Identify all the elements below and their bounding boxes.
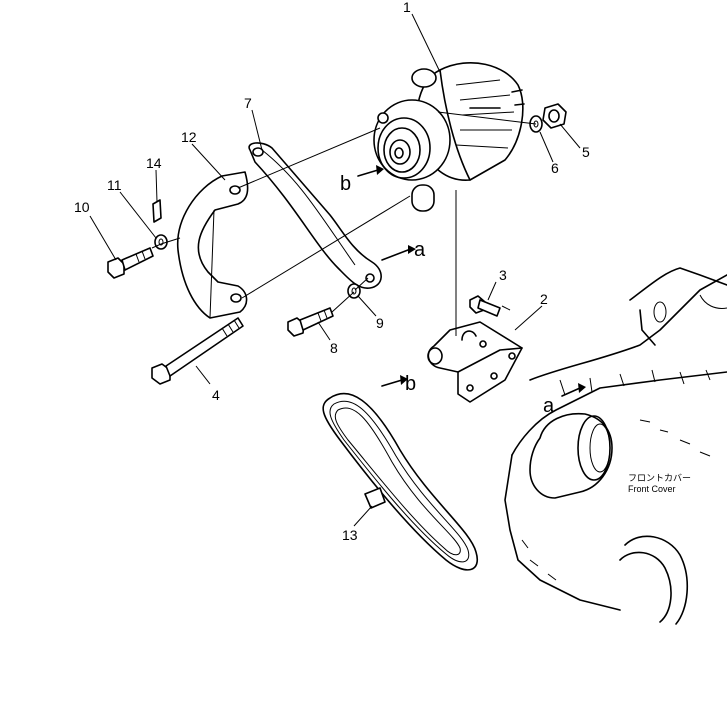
callout-12: 12 bbox=[181, 129, 197, 145]
alternator-bracket bbox=[177, 171, 249, 319]
view-marker-a-upper: a bbox=[414, 239, 426, 261]
washer-11 bbox=[154, 234, 168, 250]
view-arrows bbox=[357, 165, 586, 397]
callout-3: 3 bbox=[499, 267, 507, 283]
engine-front-cover bbox=[504, 267, 727, 625]
bolt-3 bbox=[469, 295, 501, 317]
assembly-lines bbox=[151, 111, 537, 336]
callout-labels: 1 2 3 4 5 6 7 8 9 10 11 12 13 14 bbox=[74, 0, 590, 543]
adjusting-bracket bbox=[248, 142, 382, 289]
callout-7: 7 bbox=[244, 95, 252, 111]
callout-4: 4 bbox=[212, 387, 220, 403]
callout-9: 9 bbox=[376, 315, 384, 331]
bolt-4 bbox=[151, 317, 244, 385]
v-belt bbox=[322, 392, 479, 571]
callout-6: 6 bbox=[551, 160, 559, 176]
callout-1: 1 bbox=[403, 0, 411, 15]
alternator bbox=[373, 62, 525, 212]
callout-5: 5 bbox=[582, 144, 590, 160]
front-cover-label-english: Front Cover bbox=[628, 484, 676, 494]
callout-13: 13 bbox=[342, 527, 358, 543]
callout-leaders bbox=[89, 13, 581, 527]
bolt-8 bbox=[287, 307, 334, 337]
front-cover-label: フロントカバー Front Cover bbox=[628, 473, 691, 494]
view-letters: a b b a bbox=[340, 173, 555, 417]
sticker bbox=[152, 199, 162, 223]
callout-11: 11 bbox=[107, 177, 122, 193]
mounting-bracket bbox=[427, 321, 523, 403]
callout-2: 2 bbox=[540, 291, 548, 307]
front-cover-label-japanese: フロントカバー bbox=[628, 473, 691, 483]
view-marker-a-lower: a bbox=[543, 395, 555, 417]
nut bbox=[542, 103, 567, 129]
view-marker-b-upper: b bbox=[340, 173, 351, 195]
callout-8: 8 bbox=[330, 340, 338, 356]
callout-10: 10 bbox=[74, 199, 90, 215]
bolt-10 bbox=[107, 247, 154, 279]
callout-14: 14 bbox=[146, 155, 162, 171]
view-marker-b-lower: b bbox=[405, 373, 416, 395]
